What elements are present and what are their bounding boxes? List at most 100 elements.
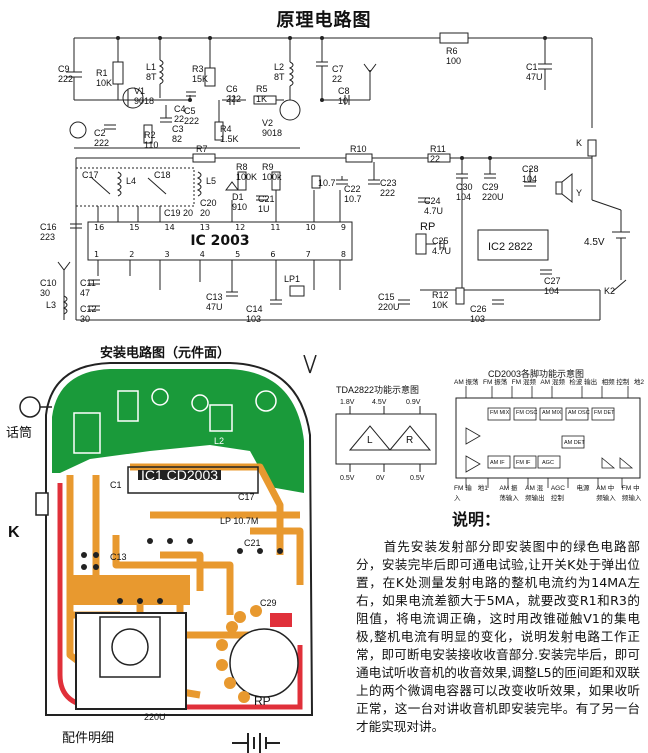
label-l3: L3	[46, 300, 57, 310]
pin-label: 9	[340, 223, 346, 232]
pcb-label-lp: LP 10.7M	[220, 516, 259, 526]
pin-label: 12	[235, 223, 246, 232]
cd2003-bottom-label: AGC 控制	[550, 485, 565, 502]
cd2003-bottom-label: AM 混频输出	[525, 485, 545, 502]
notes-heading: 说明：	[452, 510, 501, 529]
cd2003-top-label: AM 振荡	[454, 379, 479, 386]
ic1-label: IC1 CD2003	[138, 468, 222, 482]
pcb-label-c13: C13	[110, 552, 127, 562]
label-l4: L4	[126, 176, 137, 186]
ic-main-label: IC 2003	[190, 233, 250, 249]
pin-label: 1	[94, 250, 100, 259]
notes-body: 首先安装发射部分即安装图中的绿色电路部分，安装完毕后即可通电试验,让开关K处于弹…	[356, 539, 640, 734]
cd2003-top-label: 相频 控制	[601, 379, 630, 386]
rp-label: RP	[254, 694, 271, 708]
label-r7: R7	[196, 144, 208, 154]
pin-label: 16	[94, 223, 105, 232]
switch-k-label: K	[8, 524, 20, 541]
label-r10: R10	[350, 144, 367, 154]
cd2003-title: CD2003各脚功能示意图	[488, 369, 585, 379]
schematic-diagram	[57, 32, 630, 321]
tda-pin-bottom-2: 0V	[376, 475, 385, 482]
pcb-layout	[19, 355, 317, 753]
pcb-label-c21: C21	[244, 538, 261, 548]
pcb-label-c29: C29	[260, 598, 277, 608]
pin-label: 6	[270, 250, 276, 259]
pin-label: 11	[270, 223, 281, 232]
label-c17: C17	[82, 170, 99, 180]
tda-pin-top-2: 4.5V	[372, 399, 387, 406]
tda-amp-r: R	[406, 435, 414, 446]
pin-label: 4	[199, 250, 205, 259]
label-l5: L5	[206, 176, 217, 186]
label-k: K	[576, 138, 583, 148]
label-rp: RP	[420, 221, 436, 233]
tda-pin-top-3: 0.9V	[406, 399, 421, 406]
cd2003-block-agc: AGC	[542, 460, 554, 466]
tda-pin-top-1: 1.8V	[340, 399, 355, 406]
pin-label: 14	[164, 223, 175, 232]
tda-diagram	[335, 406, 437, 472]
cd2003-diagram	[455, 386, 641, 488]
cd2003-block-am-det: AM DET	[564, 440, 585, 446]
cd2003-block-am-mix: AM MIX	[542, 410, 562, 416]
mic-label: 话筒	[6, 425, 33, 440]
pcb-label-c17: C17	[238, 492, 255, 502]
schematic-title: 原理电路图	[276, 10, 372, 31]
cd2003-block-fm-det: FM DET	[594, 410, 615, 416]
pin-label: 2	[129, 250, 135, 259]
cd2003-bottom-label: AM 中频输入	[596, 485, 616, 502]
label-c19: C19 20	[164, 208, 194, 218]
cd2003-bottom-label: 地1	[477, 485, 488, 492]
label-c18: C18	[154, 170, 171, 180]
pin-label: 15	[129, 223, 140, 232]
cd2003-bottom-label: FM 中频输入	[621, 485, 642, 502]
pin-label: 10	[305, 223, 316, 232]
cd2003-block-fm-osc: FM OSC	[516, 410, 538, 416]
parts-label: 配件明细	[62, 730, 115, 745]
tda-title: TDA2822功能示意图	[336, 385, 420, 395]
cd2003-bottom-label: 电源	[576, 485, 590, 492]
label-k2: K2	[604, 286, 616, 296]
ic2-label: IC2 2822	[488, 241, 533, 253]
label-battery: 4.5V	[584, 237, 605, 248]
pin-label: 7	[305, 250, 311, 259]
cd2003-top-label: FM 混频	[511, 379, 536, 386]
cd2003-block-am-if: AM IF	[490, 460, 505, 466]
label-lp1: LP1	[284, 274, 301, 284]
